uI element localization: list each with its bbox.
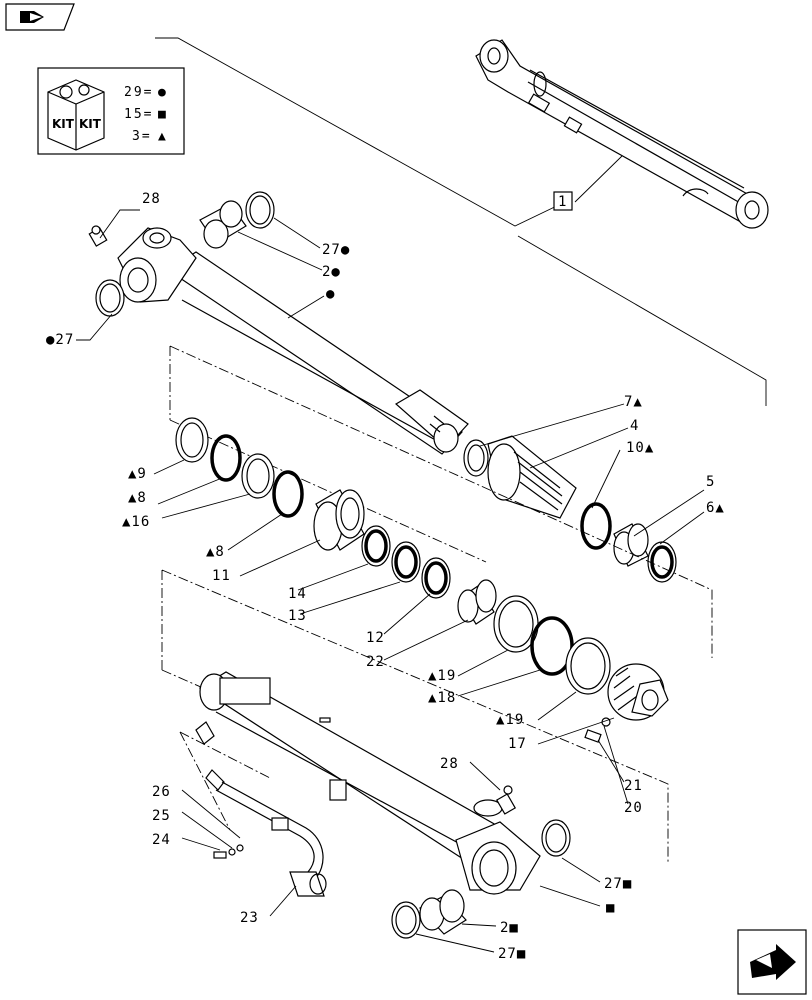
callout-26: 26 [152, 784, 171, 800]
cylinder-barrel[interactable] [198, 671, 541, 895]
grease-fitting[interactable] [88, 225, 108, 247]
callout-21: 21 [624, 778, 643, 794]
legend-entry-text: 29= [124, 85, 153, 100]
guide-line [155, 37, 566, 227]
wiper-bushing[interactable] [613, 523, 649, 567]
callout-27-right: 27■ [604, 876, 632, 892]
grease-fitting[interactable] [495, 785, 517, 815]
assembly-line [179, 731, 231, 831]
legend-entry-symbol: ▲ [158, 129, 168, 144]
callout-13: 13 [288, 608, 307, 624]
leader-lines [76, 209, 705, 953]
rod-bushing[interactable] [199, 200, 247, 249]
next-page-arrow-icon[interactable] [737, 929, 807, 995]
piston[interactable] [313, 489, 365, 551]
backup-ring[interactable] [565, 637, 611, 695]
callout-28-bottom: 28 [440, 756, 459, 772]
callout-19b: ▲19 [496, 712, 524, 728]
wear-ring[interactable] [457, 579, 497, 625]
assembly-line [169, 345, 713, 658]
callout-19: ▲19 [428, 668, 456, 684]
kit-icon-text-right: KIT [79, 117, 102, 131]
callout-2-bottom: 2■ [500, 920, 519, 936]
callout-27: 27● [322, 242, 350, 258]
callout-7: 7▲ [624, 394, 643, 410]
callout-22: 22 [366, 654, 385, 670]
callout-12: 12 [366, 630, 385, 646]
barrel-bushing[interactable] [419, 889, 467, 935]
callout-20: 20 [624, 800, 643, 816]
callout-rod: ● [326, 286, 335, 302]
callout-27-left: ●27 [46, 332, 74, 348]
o-ring[interactable] [272, 470, 304, 518]
guide-line [574, 155, 623, 203]
assembly-line [179, 731, 271, 779]
callout-8b: ▲8 [206, 544, 225, 560]
callout-8: ▲8 [128, 490, 147, 506]
callout-28: 28 [142, 191, 161, 207]
callout-17: 17 [508, 736, 527, 752]
callout-4: 4 [630, 418, 639, 434]
callout-10: 10▲ [626, 440, 654, 456]
legend-entry-symbol: ■ [158, 107, 168, 122]
clamp-screw[interactable] [213, 844, 244, 859]
legend-entry-text: 15= [124, 107, 153, 122]
cylinder-overview [475, 39, 769, 229]
callout-18: ▲18 [428, 690, 456, 706]
o-ring[interactable] [580, 502, 612, 550]
reference-box-label: 1 [558, 194, 567, 210]
callout-2: 2● [322, 264, 341, 280]
callout-16: ▲16 [122, 514, 150, 530]
callout-14: 14 [288, 586, 307, 602]
callout-11: 11 [212, 568, 231, 584]
callout-25: 25 [152, 808, 171, 824]
callout-barrel: ■ [606, 900, 615, 916]
callout-6: 6▲ [706, 500, 725, 516]
callout-23: 23 [240, 910, 259, 926]
hydraulic-tube[interactable] [195, 721, 327, 897]
legend-entry-text: 3= [132, 129, 152, 144]
previous-page-arrow-icon[interactable] [5, 3, 75, 31]
kit-legend: KIT KIT 29= ● 15= ■ 3= ▲ [37, 67, 185, 155]
reference-box[interactable]: 1 [553, 191, 573, 211]
cylinder-head-gland[interactable] [487, 435, 577, 519]
callout-5: 5 [706, 474, 715, 490]
legend-entry-symbol: ● [158, 85, 168, 100]
set-screw[interactable] [584, 717, 611, 743]
callout-9: ▲9 [128, 466, 147, 482]
o-ring[interactable] [210, 434, 242, 482]
callout-24: 24 [152, 832, 171, 848]
guide-line [517, 235, 767, 406]
kit-icon-text-left: KIT [52, 117, 75, 131]
piston-rod[interactable] [117, 227, 469, 455]
callout-27-bottom: 27■ [498, 946, 526, 962]
kit-box-icon: KIT KIT [47, 79, 105, 151]
piston-nut[interactable] [607, 663, 669, 721]
